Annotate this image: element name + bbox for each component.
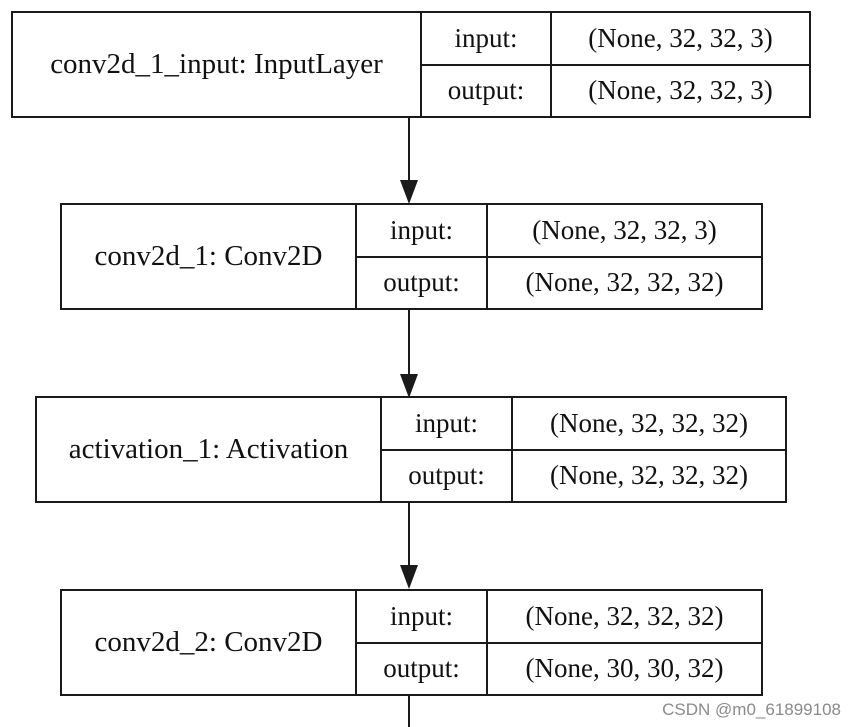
node-conv2d-1-input: conv2d_1_input: InputLayer input: output… bbox=[11, 11, 811, 118]
node-activation-1: activation_1: Activation input: output: … bbox=[35, 396, 787, 503]
node-io-labels: input: output: bbox=[422, 13, 552, 116]
edge-line bbox=[408, 310, 410, 376]
output-label: output: bbox=[408, 460, 485, 491]
arrowhead-icon bbox=[400, 180, 418, 204]
node-name: conv2d_1: Conv2D bbox=[62, 205, 357, 308]
edge-line bbox=[408, 696, 410, 727]
input-shape: (None, 32, 32, 3) bbox=[552, 13, 809, 66]
edge-line bbox=[408, 118, 410, 182]
output-label: output: bbox=[447, 75, 525, 106]
node-io-values: (None, 32, 32, 32) (None, 30, 30, 32) bbox=[488, 591, 761, 694]
arrowhead-icon bbox=[400, 565, 418, 589]
input-label: input: bbox=[357, 205, 486, 258]
node-io-labels: input: output: bbox=[357, 591, 488, 694]
input-shape: (None, 32, 32, 3) bbox=[488, 205, 761, 258]
node-name: activation_1: Activation bbox=[37, 398, 382, 501]
input-shape: (None, 32, 32, 32) bbox=[513, 398, 785, 451]
arrowhead-icon bbox=[400, 374, 418, 398]
node-io-values: (None, 32, 32, 3) (None, 32, 32, 3) bbox=[552, 13, 809, 116]
input-label: input: bbox=[382, 398, 511, 451]
node-io-values: (None, 32, 32, 3) (None, 32, 32, 32) bbox=[488, 205, 761, 308]
node-io-labels: input: output: bbox=[382, 398, 513, 501]
edge-line bbox=[408, 503, 410, 567]
input-shape: (None, 32, 32, 32) bbox=[488, 591, 761, 644]
node-io-labels: input: output: bbox=[357, 205, 488, 308]
output-shape: (None, 32, 32, 32) bbox=[550, 460, 748, 491]
watermark: CSDN @m0_61899108 bbox=[662, 700, 841, 719]
output-shape: (None, 32, 32, 3) bbox=[588, 75, 773, 106]
output-label: output: bbox=[383, 653, 460, 684]
node-conv2d-1: conv2d_1: Conv2D input: output: (None, 3… bbox=[60, 203, 763, 310]
node-name: conv2d_1_input: InputLayer bbox=[13, 13, 422, 116]
output-label: output: bbox=[383, 267, 460, 298]
input-label: input: bbox=[357, 591, 486, 644]
output-shape: (None, 30, 30, 32) bbox=[525, 653, 724, 684]
node-io-values: (None, 32, 32, 32) (None, 32, 32, 32) bbox=[513, 398, 785, 501]
node-conv2d-2: conv2d_2: Conv2D input: output: (None, 3… bbox=[60, 589, 763, 696]
input-label: input: bbox=[422, 13, 550, 66]
node-name: conv2d_2: Conv2D bbox=[62, 591, 357, 694]
output-shape: (None, 32, 32, 32) bbox=[525, 267, 724, 298]
